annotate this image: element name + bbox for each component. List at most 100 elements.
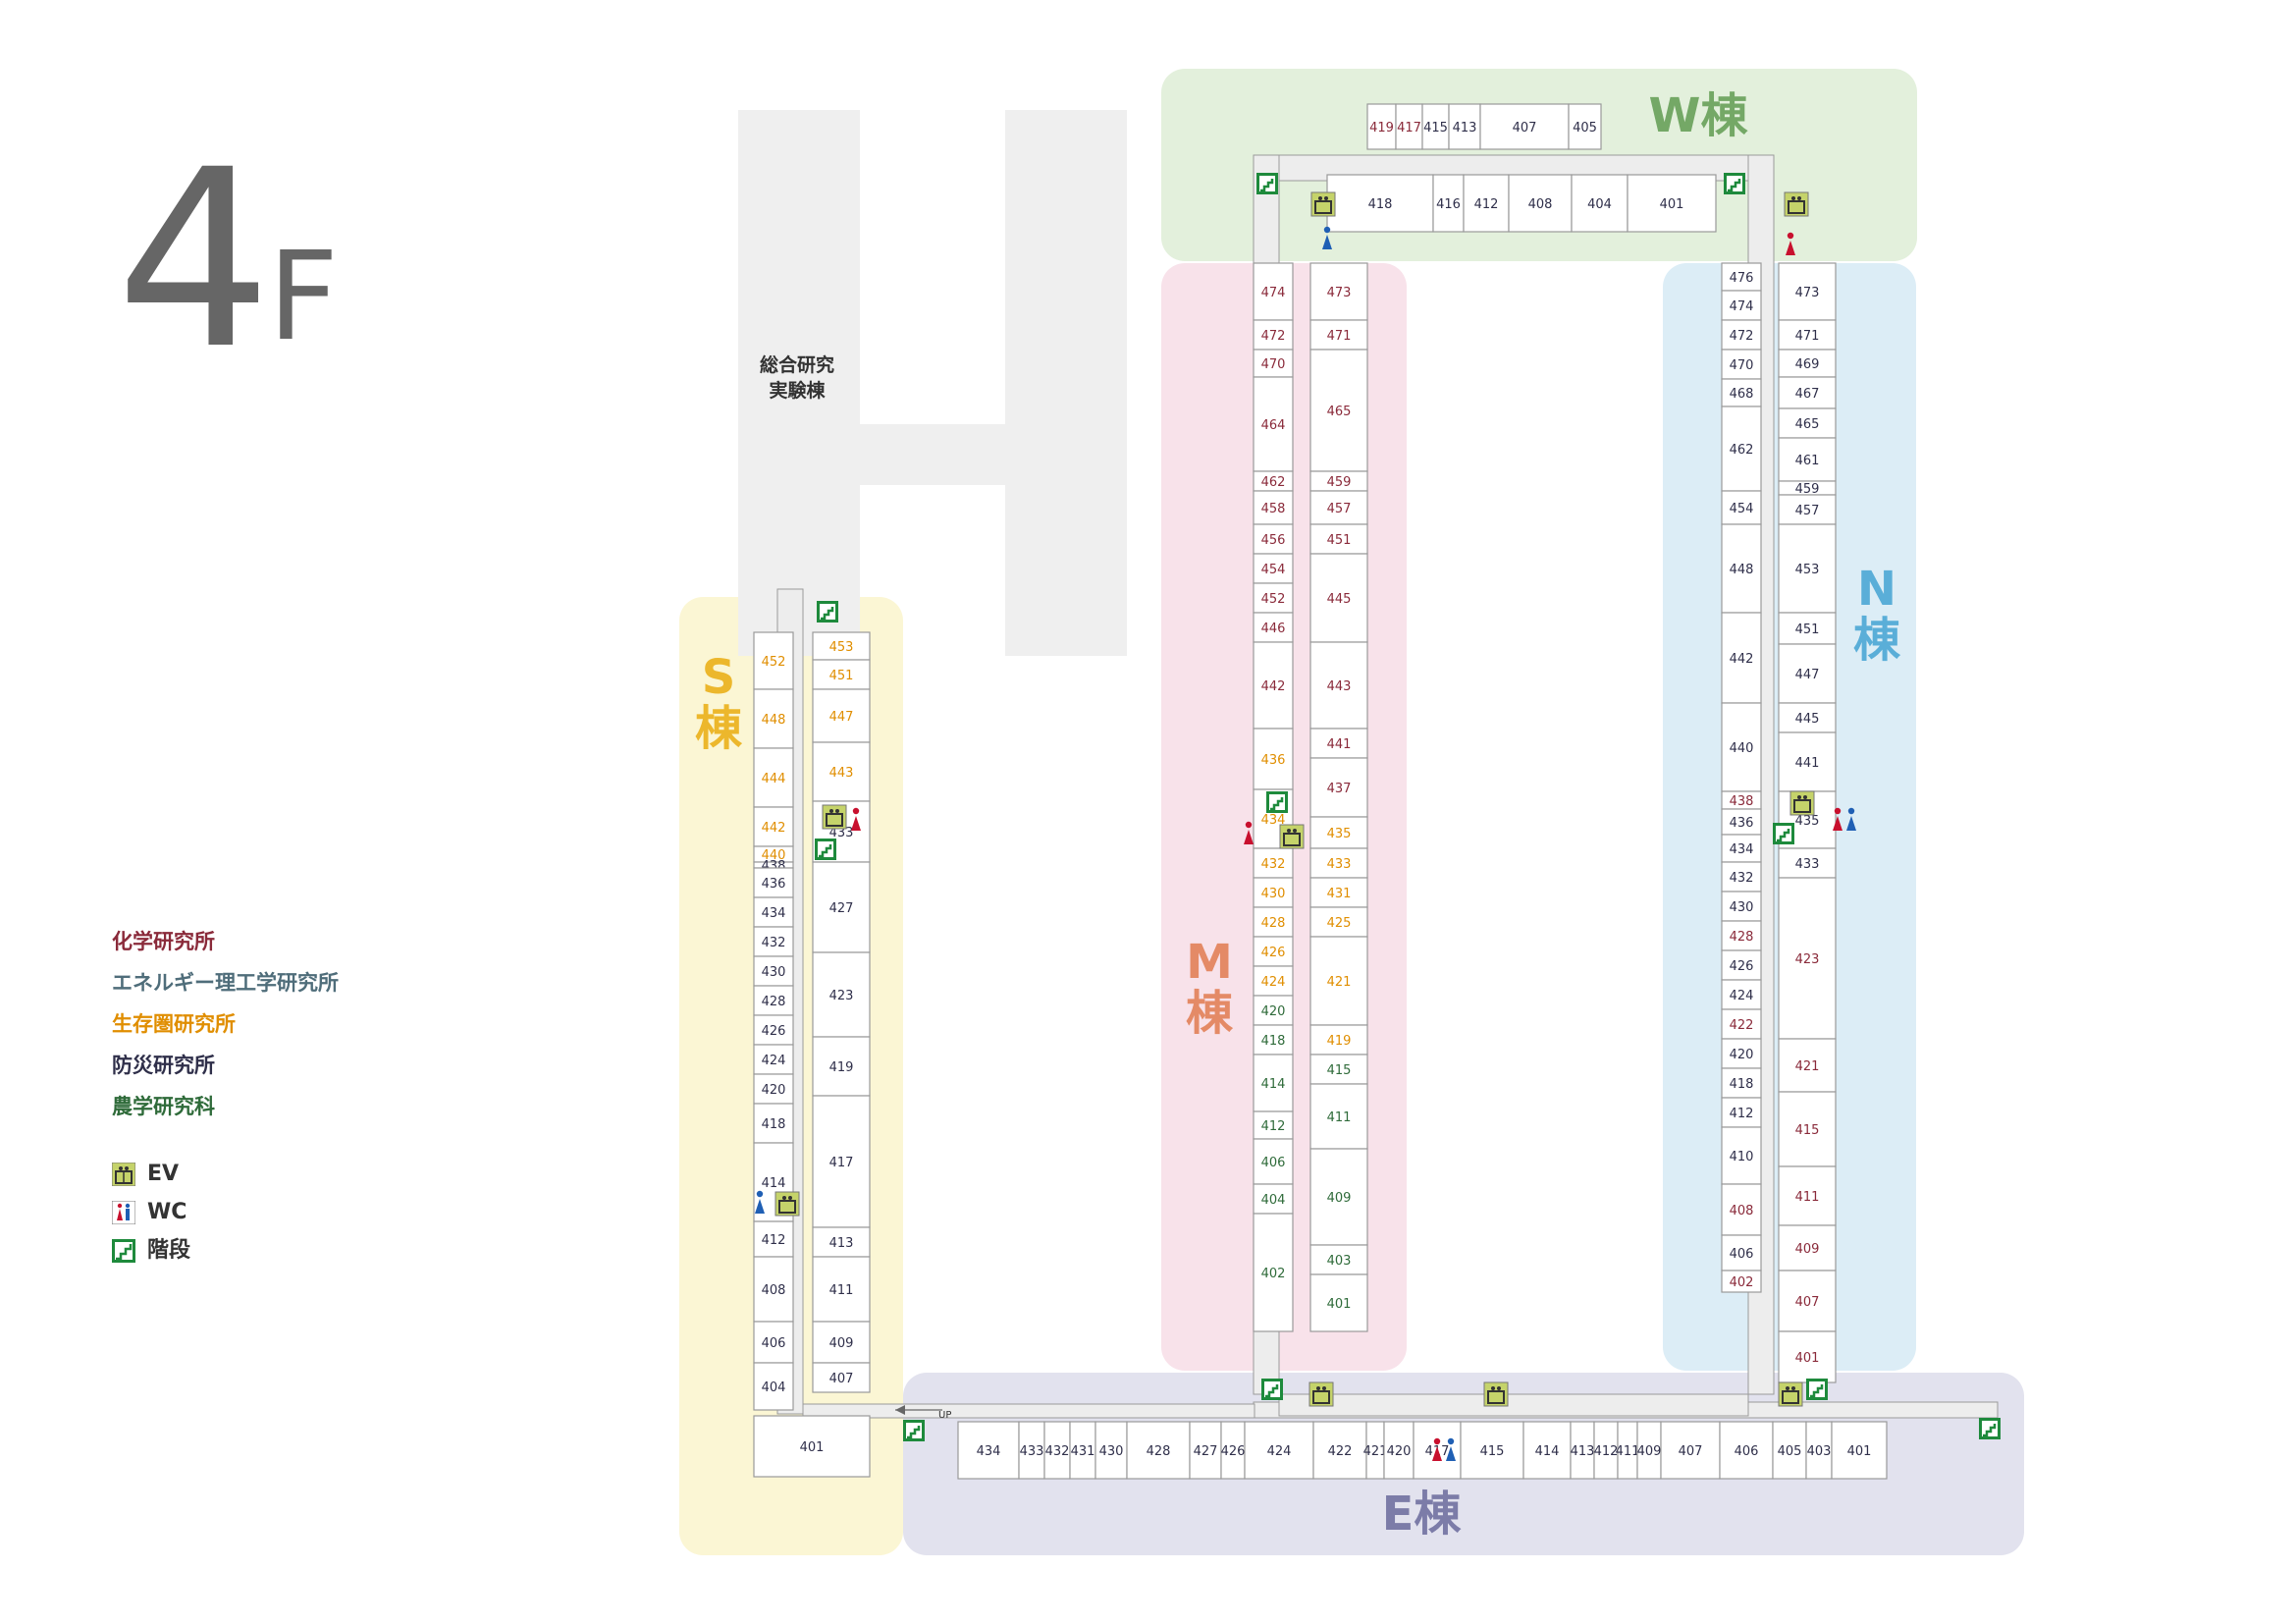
wing-n-label: N [1857, 562, 1896, 617]
s-left-room-406 [753, 1321, 794, 1364]
restroom-icon [1833, 807, 1842, 831]
n-right-room-407 [1778, 1270, 1837, 1332]
m-right-room-label: 441 [1327, 737, 1352, 752]
e-row-room-409 [1636, 1421, 1662, 1480]
n-right-room-467 [1778, 376, 1837, 409]
m-left-room-472 [1253, 319, 1294, 351]
w-top-room-417 [1395, 103, 1423, 150]
n-left-room-label: 434 [1730, 842, 1754, 857]
n-right-room-label: 421 [1795, 1059, 1820, 1074]
m-left-room-label: 412 [1261, 1119, 1286, 1134]
n-left-room-label: 442 [1730, 652, 1754, 667]
legend-stairs-label: 階段 [147, 1238, 191, 1263]
e-row-room-424 [1244, 1421, 1314, 1480]
e-row-room-406 [1719, 1421, 1774, 1480]
n-right-room-label: 433 [1795, 857, 1820, 872]
s-right-room-451 [812, 659, 871, 690]
m-right-room-label: 431 [1327, 887, 1352, 901]
n-left-room-426 [1721, 949, 1762, 981]
up-arrow-icon [895, 1405, 905, 1415]
restroom-icon [1786, 232, 1795, 255]
e-row-room-label: 407 [1679, 1444, 1703, 1459]
s-left-room-444 [753, 747, 794, 808]
m-right-room-421 [1309, 936, 1368, 1026]
w-top-room-label: 417 [1397, 121, 1421, 135]
wing-m-label: 棟 [1186, 986, 1234, 1041]
e-row-room-label: 422 [1328, 1444, 1353, 1459]
s-right-room-417 [812, 1095, 871, 1228]
n-right-room-445 [1778, 702, 1837, 733]
stairs-icon [1979, 1418, 2001, 1439]
w-mid-room-418 [1326, 174, 1434, 233]
legend-energy: エネルギー理工学研究所 [112, 971, 339, 995]
m-right-room-465 [1309, 349, 1368, 472]
m-left-room-label: 446 [1261, 622, 1286, 636]
restroom-icon [1322, 226, 1332, 249]
m-left-room-464 [1253, 376, 1294, 472]
n-right-room-469 [1778, 349, 1837, 378]
m-left-room-label: 464 [1261, 418, 1286, 433]
s-left-room-label: 404 [762, 1380, 786, 1395]
m-left-room-label: 414 [1261, 1077, 1286, 1092]
n-left-room-label: 410 [1730, 1150, 1754, 1164]
w-top-room-407 [1479, 103, 1570, 150]
n-right-room-label: 423 [1795, 952, 1820, 967]
w-mid-room-label: 416 [1436, 197, 1461, 212]
m-right-room-label: 457 [1327, 502, 1352, 516]
m-right-room-401 [1309, 1273, 1368, 1332]
w-mid-room-label: 418 [1368, 197, 1393, 212]
n-left-room-label: 436 [1730, 816, 1754, 831]
s-left-room-label: 440 [762, 848, 786, 863]
m-left-room-412 [1253, 1110, 1294, 1140]
e-row-room-401 [1831, 1421, 1888, 1480]
s-right-room-label: 419 [829, 1060, 854, 1075]
s-left-room-label: 414 [762, 1176, 786, 1191]
e-row-room-label: 413 [1571, 1444, 1595, 1459]
n-right-room-453 [1778, 523, 1837, 614]
w-mid-room-408 [1508, 174, 1573, 233]
m-right-room-label: 465 [1327, 405, 1352, 419]
s-right-room-label: 411 [829, 1283, 854, 1298]
e-row-room-label: 412 [1594, 1444, 1619, 1459]
s-right-room-label: 407 [829, 1372, 854, 1386]
e-row-room-label: 403 [1807, 1444, 1832, 1459]
wing-s-label: S [702, 650, 736, 705]
s-left-room-432 [753, 926, 794, 957]
n-left-room-label: 470 [1730, 358, 1754, 373]
wing-e-label: E棟 [1382, 1487, 1463, 1542]
s-right-room-443 [812, 741, 871, 802]
n-right-room-label: 415 [1795, 1123, 1820, 1138]
n-left-room-420 [1721, 1038, 1762, 1069]
e-row-room-414 [1522, 1421, 1572, 1480]
n-left-room-406 [1721, 1234, 1762, 1272]
restroom-icon [1846, 807, 1856, 831]
wing-m-label: M [1186, 935, 1233, 990]
h-building-label: 実験棟 [769, 379, 826, 402]
m-right-room-label: 415 [1327, 1063, 1352, 1078]
s-right-room-label: 451 [829, 669, 854, 683]
n-right-room-label: 435 [1795, 814, 1820, 829]
s-right-room-427 [812, 861, 871, 953]
n-right-room-465 [1778, 407, 1837, 439]
e-row-room-label: 432 [1045, 1444, 1070, 1459]
w-top-room-413 [1448, 103, 1481, 150]
elevator-icon [1308, 1381, 1334, 1407]
floor-title: 4 F [116, 137, 371, 412]
s-left-room-label: 430 [762, 965, 786, 980]
n-right-room-label: 461 [1795, 454, 1820, 468]
legend-agri: 農学研究科 [112, 1095, 215, 1118]
h-building-label: 総合研究 [760, 353, 834, 376]
n-left-room-label: 474 [1730, 299, 1754, 314]
n-left-room-468 [1721, 378, 1762, 407]
n-left-room-label: 402 [1730, 1275, 1754, 1290]
m-left-room-label: 418 [1261, 1034, 1286, 1049]
m-right-room-409 [1309, 1148, 1368, 1246]
n-left-room-label: 430 [1730, 900, 1754, 915]
n-left-room-462 [1721, 406, 1762, 492]
n-left-room-422 [1721, 1008, 1762, 1040]
restroom-icon [1432, 1437, 1442, 1461]
s-right-room-407 [812, 1362, 871, 1393]
m-left-room-label: 456 [1261, 533, 1286, 548]
m-right-room-label: 443 [1327, 679, 1352, 694]
m-right-room-441 [1309, 728, 1368, 759]
